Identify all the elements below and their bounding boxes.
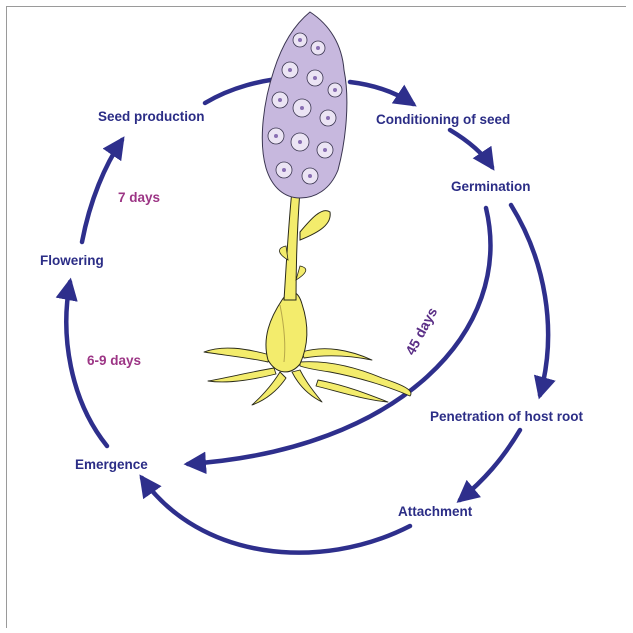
label-seed-production: Seed production [98, 110, 205, 124]
label-attachment: Attachment [398, 505, 472, 519]
arrow-attachment-to-emergence [142, 478, 410, 553]
label-conditioning-of-seed: Conditioning of seed [376, 113, 510, 127]
arrow-germination-to-emergence [188, 208, 490, 464]
arrow-production-to-conditioning [350, 82, 413, 104]
duration-6-9-days: 6-9 days [87, 354, 141, 368]
arrow-penetration-to-attachment [460, 430, 520, 500]
label-emergence: Emergence [75, 458, 148, 472]
label-germination: Germination [451, 180, 531, 194]
label-penetration-of-host-root: Penetration of host root [430, 410, 583, 424]
arrow-conditioning-to-germination [450, 130, 492, 167]
duration-7-days: 7 days [118, 191, 160, 205]
arrow-flowering-to-production [82, 140, 122, 242]
broomrape-plant-illustration [204, 12, 411, 405]
label-flowering: Flowering [40, 254, 104, 268]
arrow-germination-to-penetration [511, 205, 548, 395]
